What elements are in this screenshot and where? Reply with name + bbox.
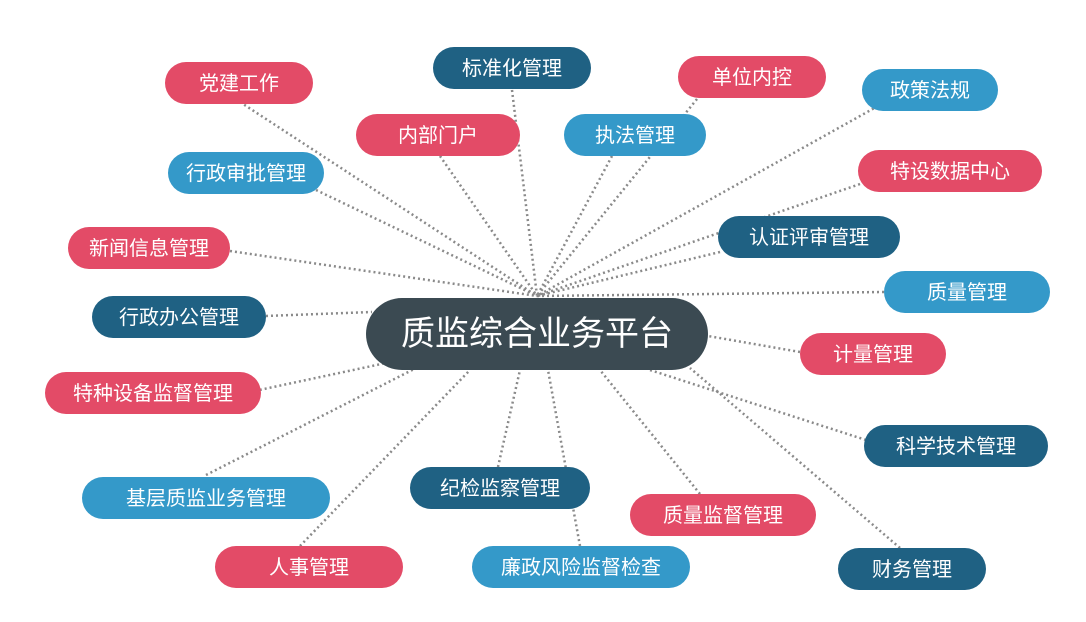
node-teshe-shuju: 特设数据中心 [858,150,1042,192]
node-jiceng: 基层质监业务管理 [82,477,330,519]
node-xingzhengbangong: 行政办公管理 [92,296,266,338]
node-lianzheng: 廉政风险监督检查 [472,546,690,588]
node-danweineikong: 单位内控 [678,56,826,98]
connector-line [438,155,539,297]
connector-line [315,188,538,298]
node-renzheng: 认证评审管理 [718,216,900,258]
connector-line [536,250,721,298]
connector-line [496,369,522,468]
connector-line [229,249,538,298]
connector-line [536,98,698,297]
node-xinwen: 新闻信息管理 [68,227,230,269]
node-zhengcefagui: 政策法规 [862,69,998,111]
connector-line [707,334,801,354]
node-jijian: 纪检监察管理 [410,467,590,509]
node-biaozhunhua: 标准化管理 [433,47,591,89]
connector-line [510,89,539,297]
connector-line [265,310,373,318]
node-zhifa: 执法管理 [564,114,706,156]
connector-line [535,155,614,297]
connector-line [536,182,861,298]
connector-line [536,104,879,298]
node-zhiliang: 质量管理 [884,271,1050,313]
connector-line [536,290,885,298]
node-zhiliangjiandu: 质量监督管理 [630,494,816,536]
node-xingzhengshenpi: 行政审批管理 [168,152,324,194]
node-caiwu: 财务管理 [838,548,986,590]
connector-line [689,367,901,549]
connector-line [205,364,421,477]
node-jiliang: 计量管理 [800,333,946,375]
connector-line [299,369,471,547]
center-node: 质监综合业务平台 [366,298,708,370]
node-tezhongshebei: 特种设备监督管理 [45,372,261,414]
connector-line [649,368,867,442]
node-dangjian: 党建工作 [165,62,313,104]
connector-line [599,369,701,495]
connector-line [249,358,401,394]
node-kexue: 科学技术管理 [864,425,1048,467]
connector-line [239,100,538,298]
node-renshi: 人事管理 [215,546,403,588]
node-neibumenhu: 内部门户 [356,114,520,156]
connector-line [546,369,582,547]
